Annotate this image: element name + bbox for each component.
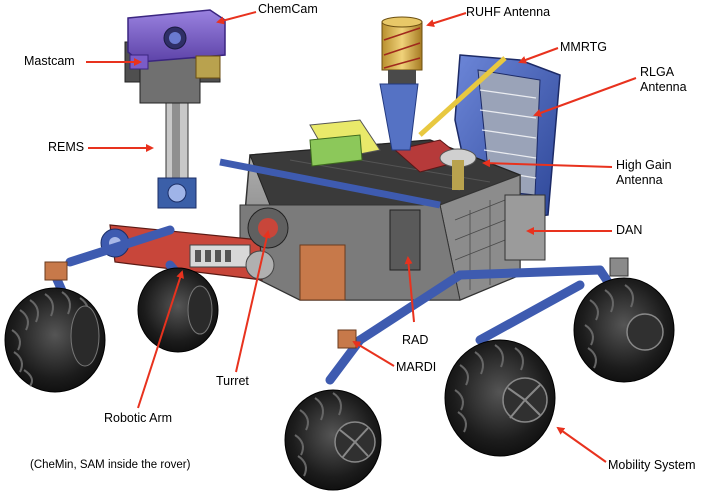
label-robotic-arm: Robotic Arm: [104, 411, 173, 425]
wheel-rear-right: [573, 277, 675, 383]
deck-bar: [219, 158, 441, 209]
label-chemcam: ChemCam: [258, 2, 318, 16]
inside-note: (CheMin, SAM inside the rover): [30, 459, 191, 471]
label-ruhf-antenna: RUHF Antenna: [466, 5, 551, 19]
high-gain-antenna-shape: [439, 148, 477, 190]
arrow-ruhf: [426, 12, 467, 28]
arrow-robotic-arm: [137, 270, 184, 409]
arrow-mobility: [556, 426, 607, 463]
label-rems: REMS: [48, 140, 85, 154]
ruhf-antenna-shape: [379, 16, 423, 151]
label-hga-line2: Antenna: [616, 173, 663, 187]
label-mobility-system: Mobility System: [608, 458, 696, 472]
label-hga-line1: High Gain: [616, 158, 672, 172]
wheel-front-left: [4, 287, 106, 393]
label-mastcam: Mastcam: [24, 54, 75, 68]
arrow-rlga: [533, 77, 637, 117]
label-rlga-line1: RLGA: [640, 65, 675, 79]
wheel-front-right: [137, 267, 219, 353]
label-dan: DAN: [616, 223, 643, 237]
label-turret: Turret: [216, 374, 249, 388]
arrow-turret: [235, 230, 271, 373]
wheels: [4, 267, 675, 491]
arrow-rad: [404, 256, 415, 323]
arrow-chemcam: [216, 11, 257, 25]
wheel-middle-left: [444, 339, 556, 457]
wheel-rear-left: [284, 389, 382, 491]
callout-arrows: [86, 11, 637, 463]
remote-sensing-mast: [124, 9, 226, 209]
arrow-mardi: [352, 340, 395, 367]
label-rlga-line2: Antenna: [640, 80, 687, 94]
label-mardi: MARDI: [396, 360, 437, 374]
suspension: [50, 225, 625, 385]
label-rad: RAD: [402, 333, 429, 347]
arrow-mmrtg: [518, 47, 559, 64]
arrow-hga: [482, 159, 613, 168]
label-mmrtg: MMRTG: [560, 40, 607, 54]
hubs: [44, 257, 629, 349]
